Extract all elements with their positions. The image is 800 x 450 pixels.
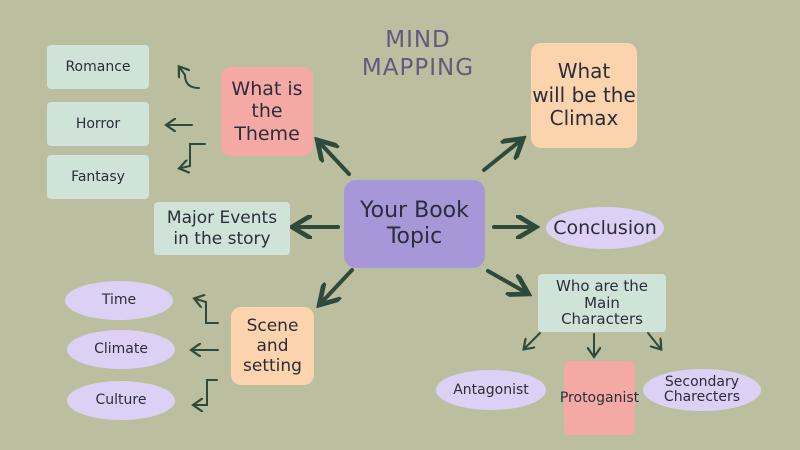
theme-child-romance: Romance — [47, 45, 149, 89]
arrow-to-climax — [482, 141, 520, 172]
scene-child-time: Time — [65, 281, 173, 320]
character-child-secondary: Secondary Charecters — [643, 369, 761, 411]
main-characters-node: Who are the Main Characters — [538, 274, 666, 332]
character-child-protoganist: Protoganist — [560, 361, 639, 435]
scene-setting-node: Scene and setting — [231, 307, 314, 385]
climax-node: What will be the Climax — [531, 43, 637, 148]
arrow-to-fantasy — [181, 143, 206, 168]
arrow-to-theme — [320, 143, 351, 176]
arrow-to-antagonist — [525, 332, 541, 348]
character-child-antagonist: Antagonist — [436, 370, 546, 410]
arrow-to-scene — [322, 268, 354, 302]
arrow-to-time — [196, 299, 219, 324]
arrow-to-romance — [180, 68, 200, 89]
conclusion-node: Conclusion — [546, 207, 664, 249]
arrow-to-secondary — [647, 332, 660, 348]
arrow-to-culture — [195, 379, 218, 405]
scene-child-climate: Climate — [67, 330, 175, 369]
theme-child-fantasy: Fantasy — [47, 155, 149, 199]
arrow-to-characters — [486, 269, 525, 292]
major-events-node: Major Events in the story — [154, 202, 290, 255]
theme-node: What is the Theme — [221, 67, 313, 156]
central-topic-node: Your Book Topic — [344, 180, 485, 268]
diagram-title: MIND MAPPING — [361, 27, 475, 82]
scene-child-culture: Culture — [67, 381, 175, 420]
theme-child-horror: Horror — [47, 102, 149, 146]
